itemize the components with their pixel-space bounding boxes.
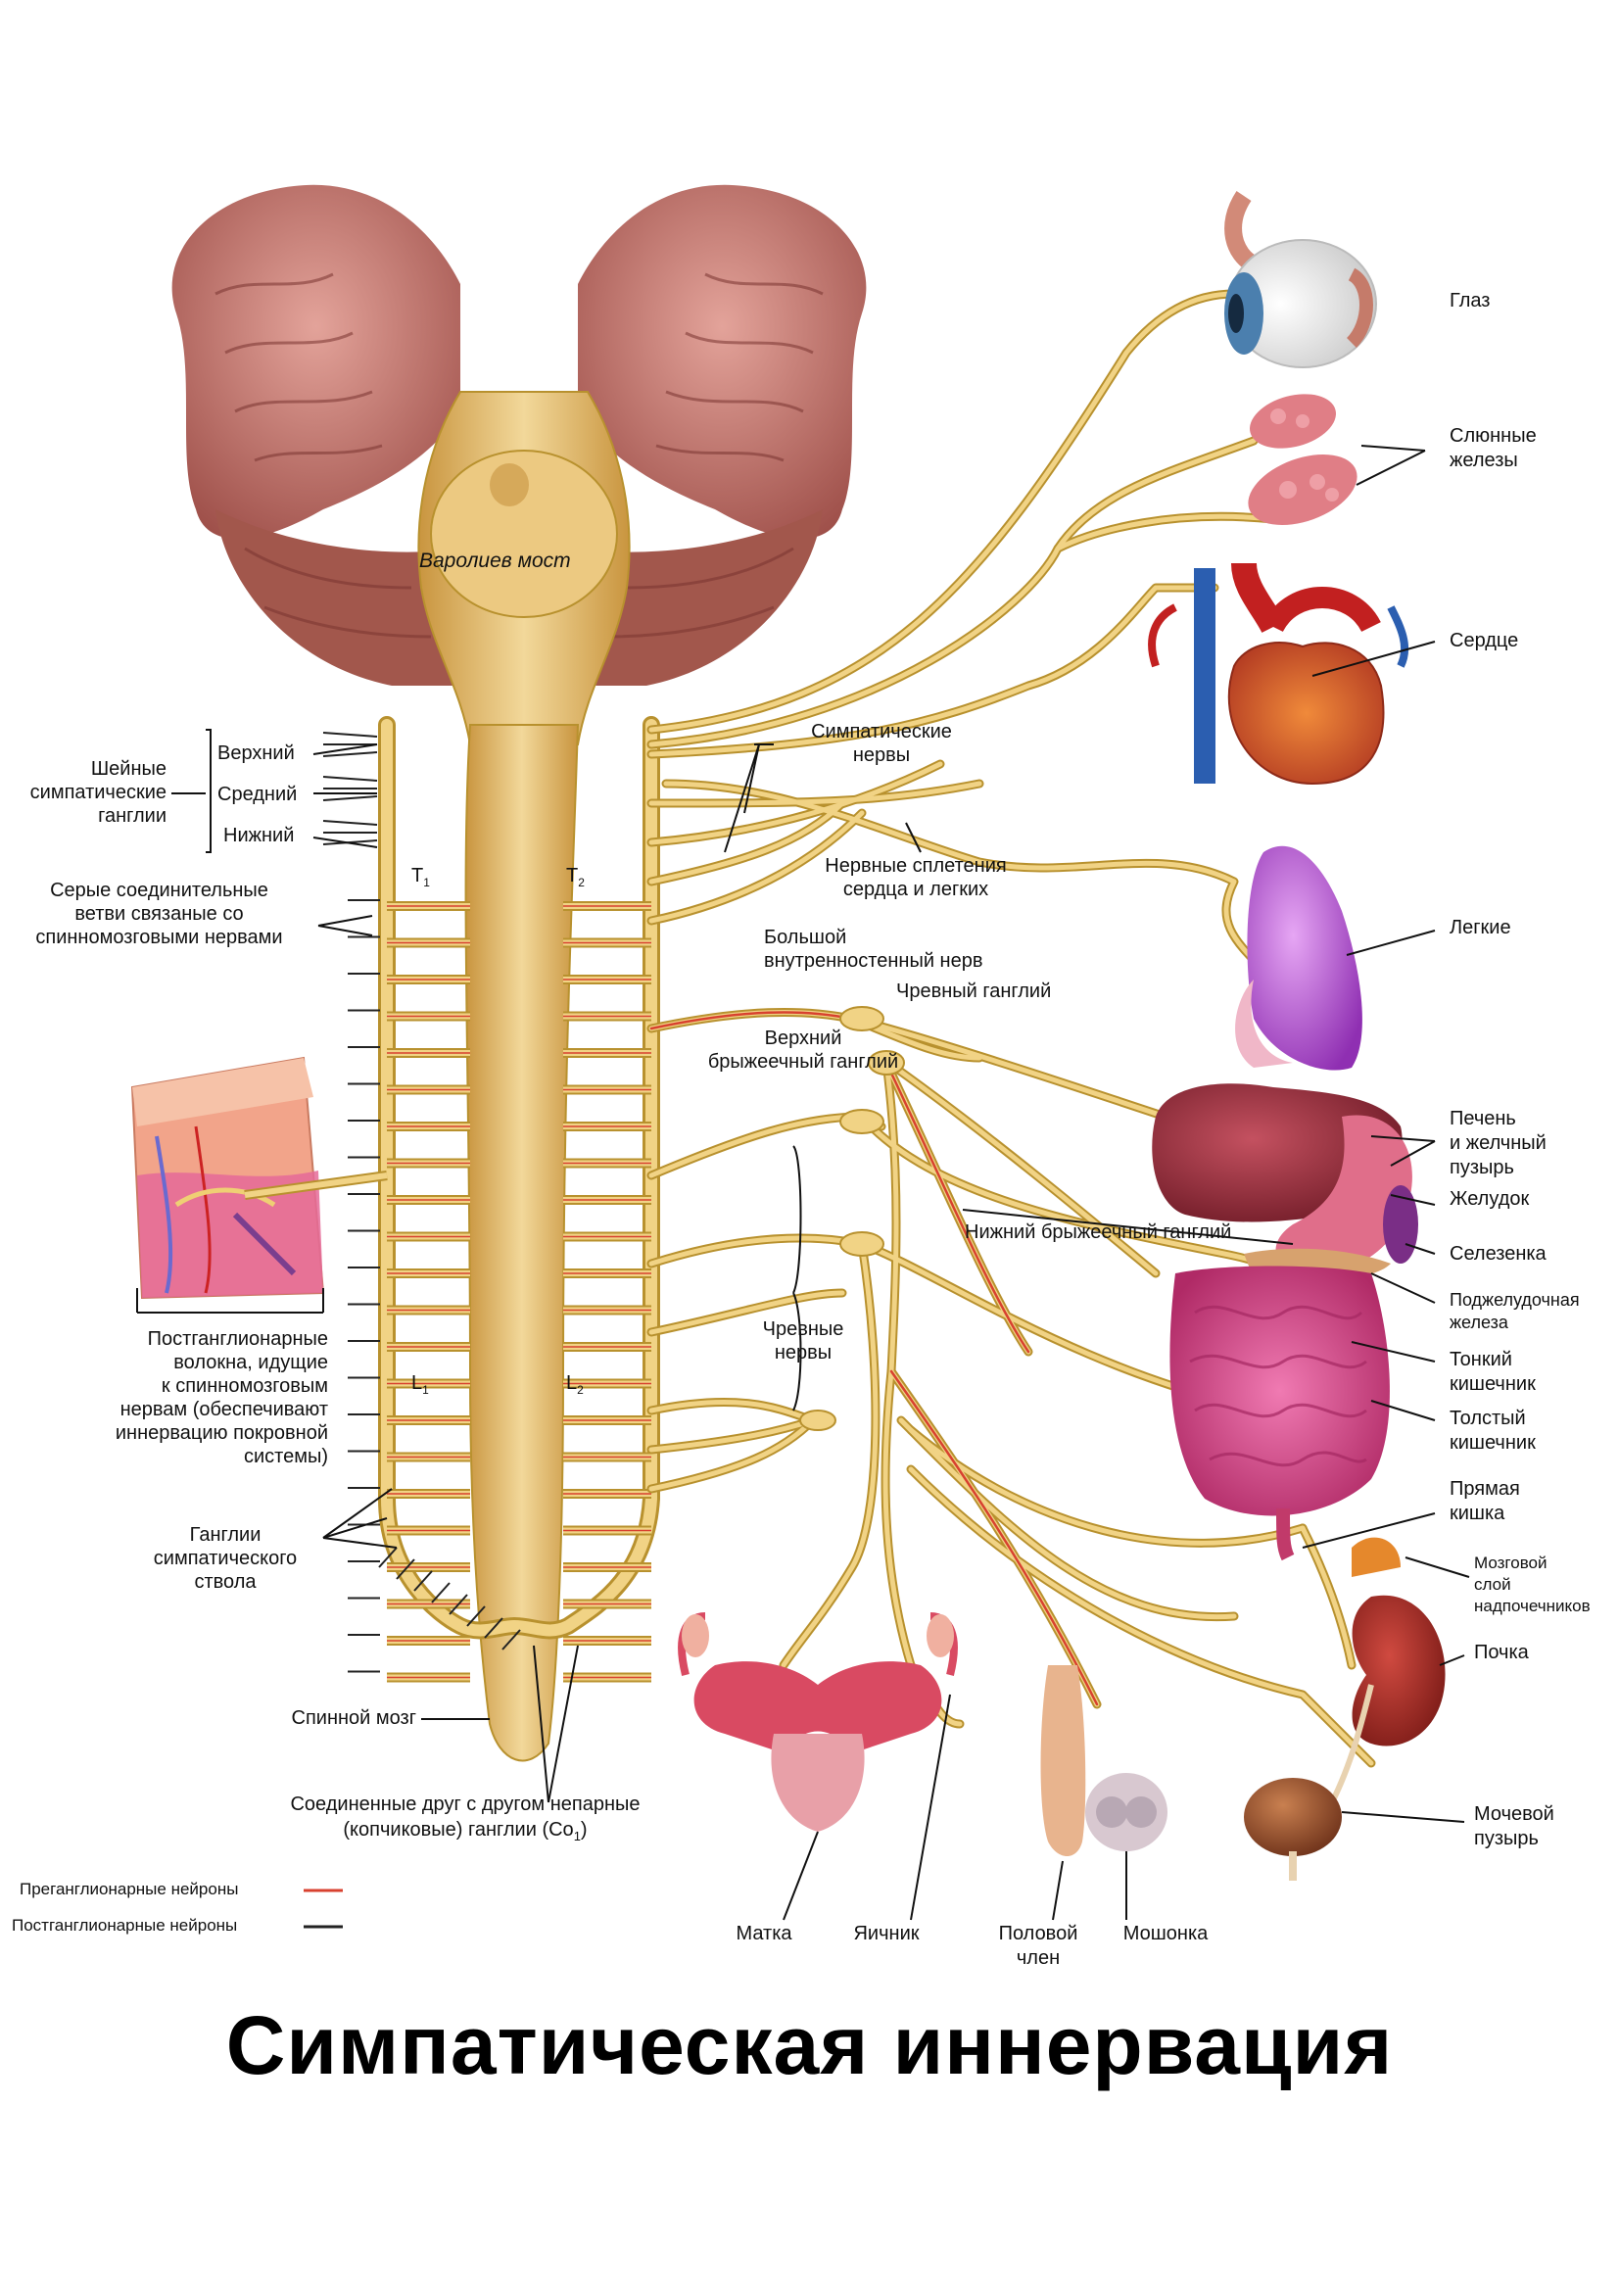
- sacral-tick: [431, 1582, 451, 1603]
- label-liver: Печень и желчный пузырь: [1450, 1108, 1547, 1178]
- label-scrotum: Мошонка: [1122, 1923, 1209, 1944]
- label-postganglionic-fibers: Постганглионарные волокна, идущие к спин…: [115, 1328, 328, 1467]
- label-L1: L1: [411, 1371, 429, 1403]
- label-sympathetic-nerves: Симпатические нервы: [811, 721, 952, 766]
- label-spinal-cord: Спинной мозг: [291, 1707, 417, 1729]
- label-L2-sub: 2: [577, 1383, 584, 1397]
- label-cervical-inferior: Нижний: [223, 825, 295, 846]
- legend-postganglionic: Постганглионарные нейроны: [12, 1916, 238, 1935]
- label-superior-mesenteric: Верхний брыжеечный ганглий: [707, 1028, 899, 1073]
- label-adrenal: Мозговой слой надпочечников: [1474, 1554, 1591, 1615]
- label-celiac-ganglion: Чревный ганглий: [896, 981, 1052, 1002]
- label-L2: L2: [566, 1371, 584, 1403]
- sacral-tick: [466, 1605, 486, 1627]
- scrotum-illustration: [1085, 1773, 1167, 1851]
- label-gray-rami: Серые соединительные ветви связаные со с…: [35, 880, 283, 948]
- sacral-tick: [378, 1547, 398, 1568]
- spinal-cord: [464, 724, 580, 1762]
- leader-lines: [136, 445, 1470, 1921]
- label-kidney: Почка: [1474, 1642, 1529, 1663]
- legend-preganglionic: Преганглионарные нейроны: [20, 1880, 239, 1898]
- legend-swatches: [304, 1889, 343, 1929]
- sacral-tick: [413, 1570, 433, 1592]
- bladder-illustration: [1244, 1778, 1342, 1881]
- label-large-intestine: Толстый кишечник: [1450, 1408, 1536, 1454]
- intestines-illustration: [1169, 1266, 1390, 1561]
- sacral-tick: [501, 1629, 521, 1650]
- label-T2-letter: T: [566, 865, 579, 886]
- label-coccygeal-sub: 1: [573, 1829, 581, 1843]
- cervical-tick: [322, 751, 378, 757]
- label-T1-sub: 1: [423, 876, 430, 889]
- lung-illustration: [1235, 845, 1362, 1071]
- kidney-illustration: [1329, 1595, 1446, 1804]
- label-cervical-superior: Верхний: [217, 742, 295, 764]
- label-T1-letter: T: [411, 865, 424, 886]
- label-salivary: Слюнные железы: [1450, 425, 1537, 471]
- label-ovary: Яичник: [853, 1923, 920, 1944]
- label-penis: Половой член: [998, 1923, 1078, 1969]
- label-coccygeal-end: ): [580, 1819, 588, 1841]
- label-T1: T1: [411, 864, 430, 895]
- label-splanchnic-nerves: Чревные нервы: [762, 1318, 844, 1363]
- label-heart: Сердце: [1450, 630, 1519, 651]
- label-small-intestine: Тонкий кишечник: [1450, 1349, 1536, 1395]
- label-pancreas: Поджелудочная железа: [1450, 1290, 1580, 1332]
- label-cardiac-plexus: Нервные сплетения сердца и легких: [825, 855, 1007, 900]
- brainstem-illustration: [417, 391, 631, 745]
- penis-illustration: [1040, 1665, 1086, 1856]
- cervical-tick: [322, 820, 378, 826]
- adrenal-illustration: [1352, 1537, 1401, 1577]
- ganglion-ticks: [322, 732, 521, 1673]
- label-T2-sub: 2: [578, 876, 585, 889]
- cervical-tick: [322, 776, 378, 782]
- sacral-tick: [396, 1558, 415, 1580]
- spleen-illustration: [1383, 1185, 1418, 1264]
- label-lungs: Легкие: [1450, 917, 1511, 938]
- label-pons: Варолиев мост: [419, 550, 571, 572]
- label-uterus: Матка: [736, 1923, 792, 1944]
- label-L1-sub: 1: [422, 1383, 429, 1397]
- label-inferior-mesenteric: Нижний брыжеечный ганглий: [965, 1221, 1232, 1243]
- label-eye: Глаз: [1450, 290, 1491, 311]
- cervical-tick: [322, 732, 378, 738]
- label-cervical-ganglia: Шейные симпатические ганглии: [29, 758, 167, 827]
- label-stomach: Желудок: [1450, 1188, 1530, 1210]
- eye-illustration: [1224, 191, 1377, 368]
- uterus-illustration: [678, 1612, 958, 1832]
- salivary-glands-illustration: [1248, 394, 1357, 526]
- heart-illustration: [1148, 561, 1409, 786]
- label-coccygeal: Соединенные друг с другом непарные (копч…: [240, 1792, 690, 1849]
- label-L1-letter: L: [411, 1372, 423, 1394]
- label-spleen: Селезенка: [1450, 1243, 1547, 1265]
- skin-illustration: [130, 1056, 388, 1300]
- label-T2: T2: [566, 864, 585, 895]
- label-L2-letter: L: [566, 1372, 578, 1394]
- spinal-nerve-rungs: [387, 901, 651, 1683]
- label-cervical-middle: Средний: [217, 784, 298, 805]
- label-greater-splanchnic: Большой внутренностенный нерв: [764, 927, 983, 972]
- cervical-tick: [322, 795, 378, 801]
- label-coccygeal-text: Соединенные друг с другом непарные (копч…: [290, 1794, 641, 1841]
- label-bladder: Мочевой пузырь: [1474, 1803, 1554, 1849]
- label-trunk-ganglia: Ганглии симпатического ствола: [153, 1524, 298, 1593]
- label-rectum: Прямая кишка: [1450, 1478, 1520, 1524]
- brain-illustration: [171, 184, 867, 686]
- sacral-tick: [484, 1617, 503, 1639]
- page-title: Симпатическая иннервация: [225, 1999, 1394, 2091]
- sacral-tick: [449, 1594, 468, 1615]
- stomach-illustration: [1275, 1115, 1412, 1273]
